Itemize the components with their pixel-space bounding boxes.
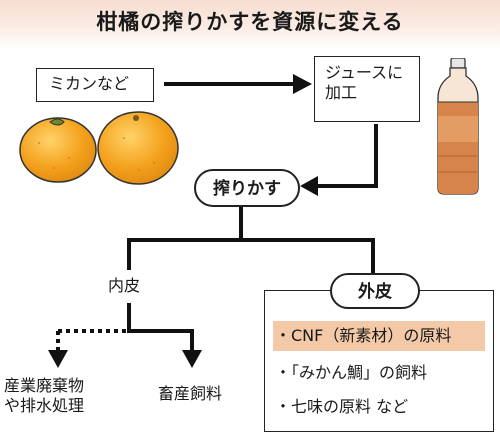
juice-label-line2: 加工 <box>325 83 358 102</box>
arrow-juice-to-pomace-head <box>300 176 318 196</box>
industrial-line1: 産業廃棄物 <box>4 376 85 395</box>
feed-label: 畜産飼料 <box>158 384 223 403</box>
industrial-line2: や排水処理 <box>4 396 85 415</box>
title-bar <box>0 0 500 48</box>
outer-use-1 <box>273 321 485 351</box>
outer-use-1-text: ・CNF（新素材）の原料 <box>275 326 452 345</box>
industrial-waste-label: 産業廃棄物 や排水処理 <box>4 376 84 416</box>
outer-peel-pill: 外皮 <box>330 273 420 309</box>
pomace-pill: 搾りかす <box>194 169 300 207</box>
outer-peel-label: 外皮 <box>358 282 392 302</box>
inner-peel-label: 内皮 <box>108 276 141 295</box>
arrow-feed-head <box>182 350 202 368</box>
arrow-juice-to-pomace <box>316 124 378 188</box>
pomace-label: 搾りかす <box>213 179 281 199</box>
source-label: ミカンなど <box>49 74 130 93</box>
outer-use-3-text: ・七味の原料 など <box>275 397 409 416</box>
arrow-source-to-juice-head <box>293 74 312 94</box>
outer-use-2-text: ・「みかん鯛」の飼料 <box>275 363 428 382</box>
juice-box: ジュースに 加工 <box>314 56 420 122</box>
orange-icon <box>19 111 179 185</box>
arrow-industrial-head <box>48 350 68 368</box>
source-box: ミカンなど <box>36 68 154 102</box>
diagram-title: 柑橘の搾りかすを資源に変える <box>96 10 404 34</box>
outer-uses-box: ・CNF（新素材）の原料 ・「みかん鯛」の飼料 ・七味の原料 など <box>264 290 494 432</box>
juice-label-line1: ジュースに <box>325 63 404 82</box>
bottle-icon <box>437 58 479 195</box>
